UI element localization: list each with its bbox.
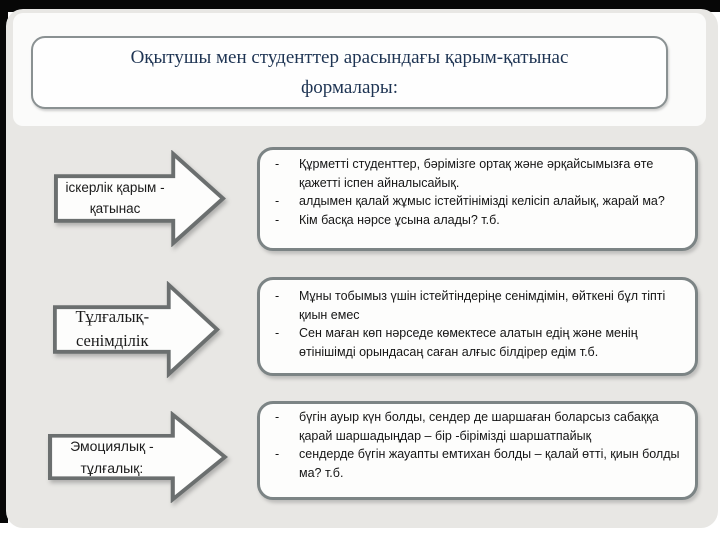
arrow-label-emotional: Эмоциялық - тұлғалық: <box>50 433 174 481</box>
dash-bullet: - <box>275 157 280 171</box>
arrow-label-line1: Тұлғалық- <box>75 307 150 327</box>
right-arrow-icon <box>48 411 228 503</box>
frame-left-bar <box>0 0 8 523</box>
bullet-text: сендерде бүгін жауапты емтихан болды – қ… <box>299 447 680 480</box>
dash-bullet: - <box>275 212 280 227</box>
dash-bullet: - <box>275 410 280 424</box>
bullet-item: - Құрметті студенттер, бәрімізге ортақ ж… <box>273 155 680 192</box>
arrow-label-line2: тұлғалық: <box>80 459 144 476</box>
dash-bullet: - <box>275 289 280 303</box>
arrow-shape-personal-trust: Тұлғалық- сенімділік <box>53 281 220 378</box>
text-box-business: - Құрметті студенттер, бәрімізге ортақ ж… <box>257 147 698 251</box>
dash-bullet: - <box>275 194 280 208</box>
text-box-emotional: - бүгін ауыр күн болды, сендер де шаршағ… <box>257 401 698 500</box>
dash-bullet: - <box>275 326 280 340</box>
right-arrow-icon <box>53 281 220 378</box>
bullet-text: алдымен қалай жұмыс істейтінімізді келіс… <box>299 194 665 208</box>
bullet-text: Құрметті студенттер, бәрімізге ортақ жән… <box>299 157 654 190</box>
bullet-item: - Мұны тобымыз үшін істейтіндеріңе сенім… <box>273 287 680 324</box>
bullet-item: - бүгін ауыр күн болды, сендер де шаршағ… <box>273 408 680 445</box>
slide-title-line2: формалары: <box>301 76 398 98</box>
arrow-label-line1: Эмоциялық - <box>70 437 154 454</box>
slide-title-line1: Оқытушы мен студенттер арасындағы қарым-… <box>130 46 569 68</box>
arrow-shape-business: іскерлік қарым - қатынас <box>54 150 226 247</box>
arrow-label-line2: қатынас <box>89 201 141 217</box>
bullet-item: - сендерде бүгін жауапты емтихан болды –… <box>273 445 680 482</box>
bullet-item: - Сен маған көп нәрседе көмектесе алатын… <box>273 324 680 361</box>
arrow-label-line2: сенімділік <box>76 331 149 351</box>
right-arrow-icon <box>54 150 226 247</box>
bullet-item: - алдымен қалай жұмыс істейтінімізді кел… <box>273 192 680 211</box>
bullet-text: Сен маған көп нәрседе көмектесе алатын е… <box>299 326 638 359</box>
arrow-label-line1: іскерлік қарым - <box>65 180 165 196</box>
text-box-personal-trust: - Мұны тобымыз үшін істейтіндеріңе сенім… <box>257 277 698 376</box>
bullet-item: - Кім басқа нәрсе ұсына алады? т.б. <box>273 211 680 230</box>
dash-bullet: - <box>275 447 280 461</box>
arrow-label-personal-trust: Тұлғалық- сенімділік <box>55 304 170 354</box>
bullet-text: Кім басқа нәрсе ұсына алады? т.б. <box>299 212 500 227</box>
arrow-label-business: іскерлік қарым - қатынас <box>56 173 175 223</box>
arrow-shape-emotional: Эмоциялық - тұлғалық: <box>48 411 228 503</box>
slide-title-box: Оқытушы мен студенттер арасындағы қарым-… <box>31 36 668 109</box>
bullet-text: Мұны тобымыз үшін істейтіндеріңе сенімді… <box>299 289 666 322</box>
bullet-text: бүгін ауыр күн болды, сендер де шаршаған… <box>299 410 659 443</box>
